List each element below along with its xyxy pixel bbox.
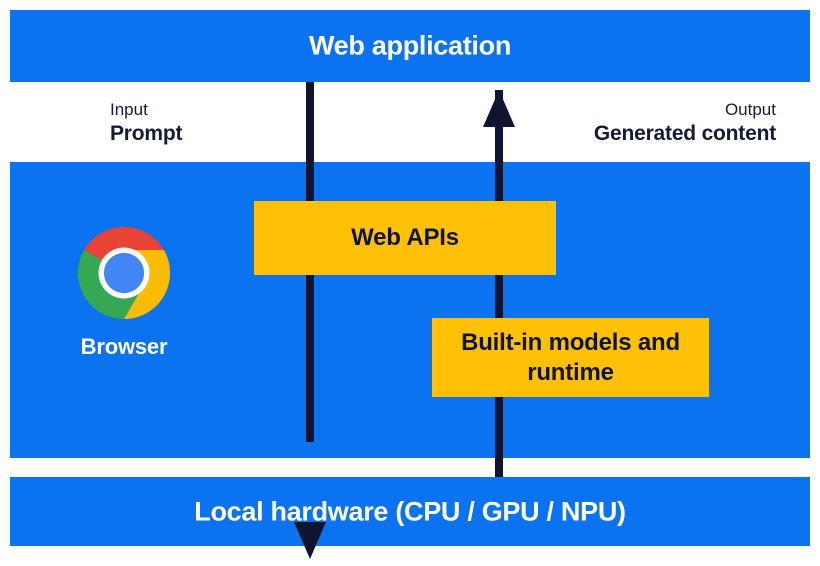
output-caption: Output Generated content	[594, 100, 776, 146]
browser-group: Browser	[64, 224, 184, 360]
local-hardware-label: Local hardware (CPU / GPU / NPU)	[194, 496, 626, 526]
local-hardware-band: Local hardware (CPU / GPU / NPU)	[10, 477, 810, 546]
web-apis-box: Web APIs	[254, 201, 556, 275]
input-caption: Input Prompt	[110, 100, 183, 146]
input-caption-kind: Input	[110, 100, 148, 119]
output-arrow-head	[483, 90, 515, 127]
output-arrow	[483, 82, 515, 477]
chrome-logo-icon	[77, 226, 171, 320]
output-caption-kind: Output	[724, 100, 776, 119]
web-application-band: Web application	[10, 10, 810, 82]
input-arrow-head-lower	[294, 522, 326, 559]
output-arrow-stem	[495, 90, 503, 477]
built-in-models-label: Built-in models and runtime	[461, 329, 680, 386]
built-in-models-box: Built-in models and runtime	[432, 318, 709, 397]
input-caption-value: Prompt	[110, 121, 183, 145]
output-caption-value: Generated content	[593, 121, 776, 145]
web-application-label: Web application	[308, 30, 512, 61]
web-apis-label: Web APIs	[351, 224, 459, 252]
browser-label: Browser	[80, 334, 168, 359]
input-arrow	[294, 82, 326, 559]
